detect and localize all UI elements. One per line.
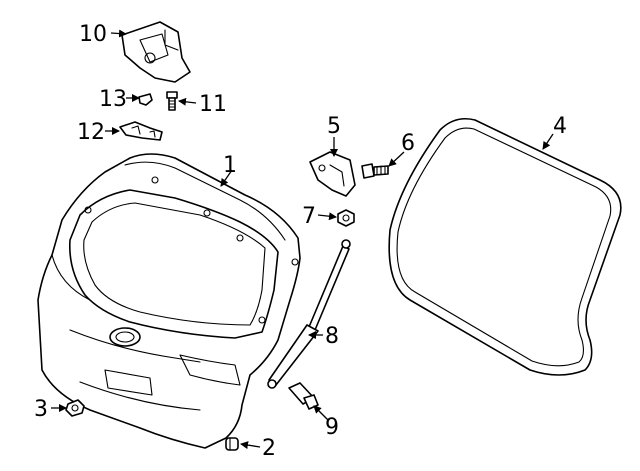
callout-10: 10 bbox=[79, 22, 107, 47]
liftgate-panel bbox=[37, 153, 301, 449]
weatherstrip-seal bbox=[388, 117, 622, 376]
clip bbox=[138, 93, 153, 106]
bracket bbox=[119, 121, 163, 141]
latch-actuator bbox=[121, 21, 191, 83]
callout-11: 11 bbox=[199, 92, 227, 117]
nut bbox=[337, 209, 355, 227]
nut bbox=[65, 399, 85, 417]
stud bbox=[288, 382, 319, 410]
callout-3: 3 bbox=[34, 397, 48, 422]
callout-1: 1 bbox=[223, 153, 237, 178]
bumper-stop bbox=[225, 437, 239, 451]
callout-4: 4 bbox=[553, 114, 567, 139]
callout-6: 6 bbox=[401, 131, 415, 156]
callout-2: 2 bbox=[262, 436, 276, 461]
bolt bbox=[166, 91, 178, 111]
callout-5: 5 bbox=[327, 114, 341, 139]
callout-13: 13 bbox=[99, 87, 127, 112]
callout-7: 7 bbox=[302, 204, 316, 229]
lift-support-strut bbox=[267, 239, 351, 389]
callout-12: 12 bbox=[77, 120, 105, 145]
latch-bracket bbox=[309, 151, 356, 197]
bolt bbox=[361, 163, 389, 179]
leader-lines bbox=[51, 29, 554, 450]
callout-8: 8 bbox=[325, 324, 339, 349]
callout-9: 9 bbox=[325, 415, 339, 440]
